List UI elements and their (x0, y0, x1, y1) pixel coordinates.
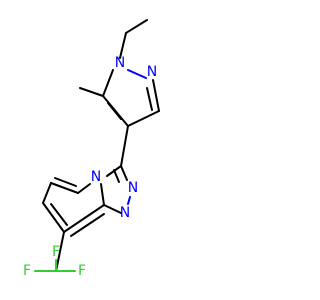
bond-py-c5-c6-double (54, 177, 77, 187)
bond-py-c7-c8 (42, 202, 65, 233)
bond-py-c7-c8-double (50, 203, 68, 226)
atom-f-3: F (52, 244, 60, 260)
bond-py-nbridge-c5 (77, 183, 91, 194)
atom-n-pyrazole-2: N (147, 64, 157, 80)
bond-py-c8-c8a (63, 204, 105, 233)
atom-f-1: F (23, 263, 31, 279)
bond-pz-c4-c5-double (107, 102, 122, 120)
bond-methyl (79, 87, 104, 97)
atom-n-bridge: N (91, 169, 101, 185)
atom-n-triazole-5: N (120, 205, 130, 221)
bond-linker (120, 125, 129, 167)
bond-pz-n1-n2 (127, 69, 147, 79)
bond-tr-n4-n5 (127, 196, 131, 205)
bond-ethyl-ch3-ch2 (125, 19, 148, 34)
bond-c8-cf3 (55, 231, 65, 272)
bond-py-c8a-double (70, 213, 105, 237)
bond-pz-c3-c4 (127, 110, 160, 127)
bond-py-c5-c6 (50, 182, 79, 194)
bond-py-c6-c7 (42, 182, 52, 204)
atom-n-pyrazole-1: N (115, 55, 125, 71)
atom-f-2: F (78, 263, 86, 279)
bond-tr-c3-n4-double (113, 169, 120, 183)
bond-tr-n5-c8a (103, 204, 122, 214)
bond-pz-c5-n1 (102, 69, 114, 97)
bond-ethyl-ch2-n (119, 32, 127, 59)
atom-n-triazole-4: N (128, 180, 138, 196)
bond-tr-c8a-nbridge (100, 183, 105, 206)
bond-pz-n2-c3-double (146, 87, 153, 111)
bond-pz-n2-c3 (152, 79, 160, 112)
molecule-structure: N N N N N F F F (23, 19, 160, 279)
bond-tr-c3-n4 (120, 165, 128, 181)
